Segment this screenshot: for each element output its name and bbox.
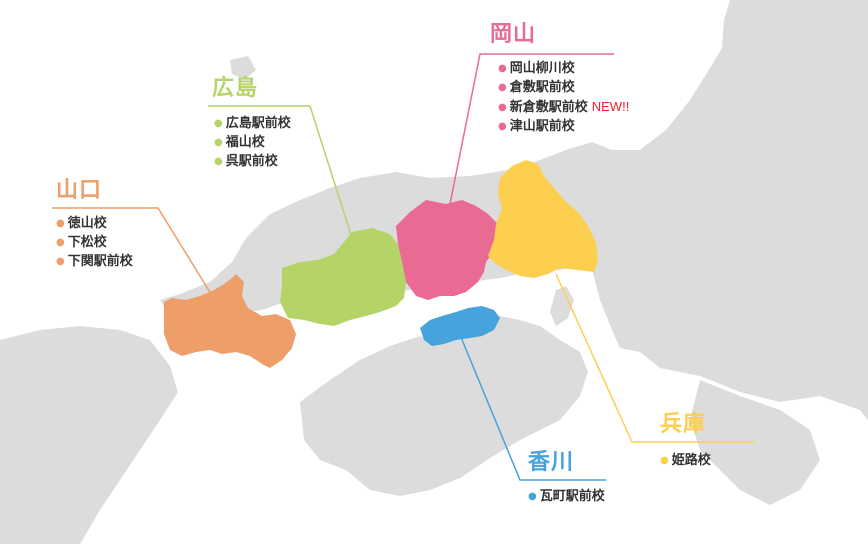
- school-label: 広島駅前校: [225, 116, 291, 131]
- bullet-icon: ●: [528, 491, 537, 502]
- school-label: 岡山柳川校: [509, 61, 575, 76]
- leader-line-hiroshima: [208, 105, 353, 239]
- land-kii: [690, 380, 820, 505]
- land-kansai: [590, 262, 868, 420]
- school-item[interactable]: ●姫路校: [660, 451, 711, 470]
- region-title-kagawa: 香川: [528, 450, 575, 475]
- school-item[interactable]: ●広島駅前校: [214, 114, 291, 133]
- land-kyushu: [0, 326, 178, 544]
- bullet-icon: ●: [498, 102, 507, 113]
- prefecture-hyogo[interactable]: [488, 160, 598, 278]
- school-item[interactable]: ●下松校: [56, 233, 133, 252]
- school-list-kagawa: ●瓦町駅前校: [528, 487, 605, 506]
- bullet-icon: ●: [214, 137, 223, 148]
- school-label: 新倉敷駅前校: [509, 100, 588, 115]
- school-label: 姫路校: [671, 453, 711, 468]
- school-label: 下関駅前校: [67, 254, 133, 269]
- school-item[interactable]: ●岡山柳川校: [498, 59, 629, 78]
- land-awaji: [550, 286, 574, 326]
- school-item[interactable]: ●徳山校: [56, 214, 133, 233]
- bullet-icon: ●: [498, 121, 507, 132]
- bullet-icon: ●: [498, 82, 507, 93]
- region-hiroshima: 広島 ●広島駅前校 ●福山校 ●呉駅前校: [212, 78, 291, 171]
- bullet-icon: ●: [214, 156, 223, 167]
- region-yamaguchi: 山口 ●徳山校 ●下松校 ●下関駅前校: [56, 180, 133, 271]
- school-item[interactable]: ●津山駅前校: [498, 117, 629, 136]
- school-label: 津山駅前校: [509, 119, 575, 134]
- region-title-hyogo: 兵庫: [660, 412, 707, 437]
- region-title-okayama: 岡山: [490, 22, 537, 47]
- school-label: 下松校: [67, 235, 107, 250]
- school-list-yamaguchi: ●徳山校 ●下松校 ●下関駅前校: [56, 214, 133, 271]
- school-label: 倉敷駅前校: [509, 80, 575, 95]
- school-item[interactable]: ●福山校: [214, 133, 291, 152]
- region-kagawa: 香川 ●瓦町駅前校: [528, 452, 605, 506]
- bullet-icon: ●: [498, 63, 507, 74]
- land-oki: [230, 56, 256, 80]
- bullet-icon: ●: [56, 256, 65, 267]
- school-item[interactable]: ●倉敷駅前校: [498, 78, 629, 97]
- land-shikoku: [300, 316, 588, 496]
- bullet-icon: ●: [214, 118, 223, 129]
- prefecture-yamaguchi[interactable]: [164, 274, 296, 368]
- new-badge: NEW!!: [591, 99, 630, 114]
- leader-line-yamaguchi: [52, 207, 217, 303]
- bullet-icon: ●: [660, 455, 669, 466]
- prefecture-okayama[interactable]: [396, 200, 498, 300]
- leader-line-kagawa: [457, 329, 606, 481]
- prefecture-hiroshima[interactable]: [280, 228, 406, 326]
- school-item[interactable]: ●呉駅前校: [214, 152, 291, 171]
- school-label: 瓦町駅前校: [539, 489, 605, 504]
- region-hyogo: 兵庫 ●姫路校: [660, 414, 711, 470]
- leader-line-hyogo: [555, 273, 754, 443]
- region-title-hiroshima: 広島: [212, 76, 259, 101]
- school-label: 福山校: [225, 135, 265, 150]
- leader-line-okayama: [447, 53, 614, 215]
- school-label: 徳山校: [67, 216, 107, 231]
- bullet-icon: ●: [56, 218, 65, 229]
- region-title-yamaguchi: 山口: [56, 178, 103, 203]
- school-list-hyogo: ●姫路校: [660, 451, 711, 470]
- prefecture-kagawa[interactable]: [420, 306, 500, 346]
- bullet-icon: ●: [56, 237, 65, 248]
- school-list-hiroshima: ●広島駅前校 ●福山校 ●呉駅前校: [214, 114, 291, 171]
- school-item[interactable]: ●下関駅前校: [56, 252, 133, 271]
- school-item[interactable]: ●瓦町駅前校: [528, 487, 605, 506]
- school-label: 呉駅前校: [225, 154, 278, 169]
